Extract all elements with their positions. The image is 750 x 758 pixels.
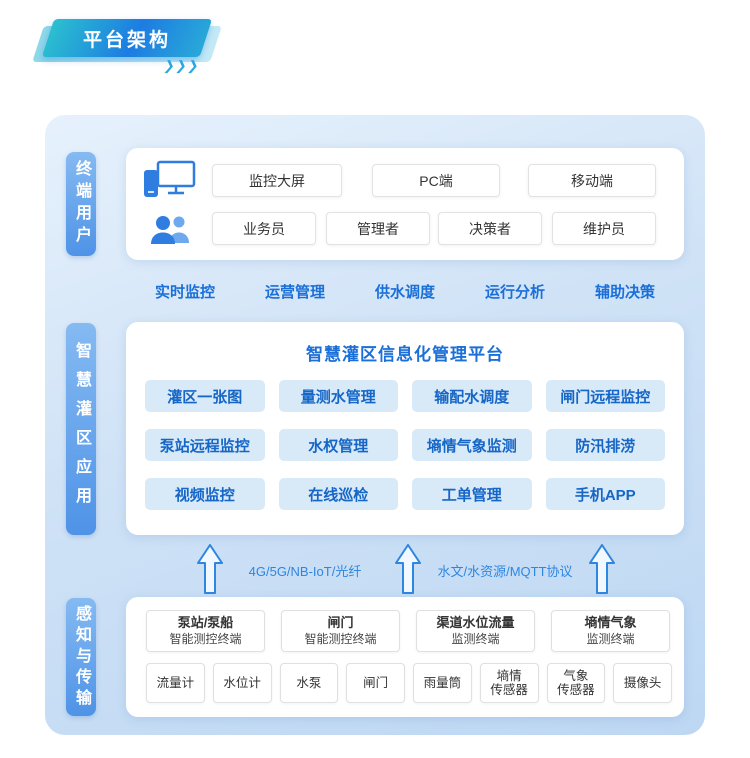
device-rain-gauge: 雨量筒 xyxy=(413,663,472,703)
page-title: 平台架构 xyxy=(82,29,171,51)
app-video-monitoring: 视频监控 xyxy=(145,478,265,510)
role-maintainer: 维护员 xyxy=(552,212,656,245)
terminal-subtitle: 监测终端 xyxy=(451,631,500,646)
terminal-gate: 闸门 智能测控终端 xyxy=(281,610,400,652)
terminal-users-card: 监控大屏 PC端 移动端 业务员 管理者 决策者 维护员 xyxy=(126,148,684,260)
app-mobile-app: 手机APP xyxy=(545,478,665,510)
role-manager: 管理者 xyxy=(326,212,430,245)
terminal-title: 渠道水位流量 xyxy=(436,614,515,630)
up-arrow-icon xyxy=(589,544,615,594)
section-label-terminal-users: 终端用户 xyxy=(66,152,96,256)
feature-decision-support: 辅助决策 xyxy=(594,284,655,301)
device-camera: 摄像头 xyxy=(613,663,672,703)
users-icon xyxy=(148,212,196,245)
terminal-subtitle: 智能测控终端 xyxy=(304,631,377,646)
app-online-inspection: 在线巡检 xyxy=(278,478,398,510)
app-irrigation-map: 灌区一张图 xyxy=(145,380,265,412)
network-protocol-label: 4G/5G/NB-IoT/光纤 xyxy=(248,564,362,579)
app-soil-weather-monitoring: 墒情气象监测 xyxy=(412,429,532,461)
up-arrow-icon xyxy=(197,544,223,594)
terminal-title: 闸门 xyxy=(327,614,354,630)
feature-realtime-monitoring: 实时监控 xyxy=(155,284,216,301)
app-water-distribution: 输配水调度 xyxy=(412,380,532,412)
sensing-card: 泵站/泵船 智能测控终端 闸门 智能测控终端 渠道水位流量 监测终端 墒情气象 … xyxy=(126,597,684,717)
role-decision-maker: 决策者 xyxy=(438,212,542,245)
terminal-title: 泵站/泵船 xyxy=(177,614,234,630)
devices-icon xyxy=(140,158,200,202)
data-protocol-label: 水文/水资源/MQTT协议 xyxy=(437,564,573,579)
device-water-pump: 水泵 xyxy=(279,663,339,703)
device-water-level-meter: 水位计 xyxy=(212,663,272,703)
app-flood-control: 防汛排涝 xyxy=(545,429,665,461)
terminal-pump-station: 泵站/泵船 智能测控终端 xyxy=(146,610,265,652)
terminal-channel-level-flow: 渠道水位流量 监测终端 xyxy=(416,610,535,652)
terminal-boxes-row: 泵站/泵船 智能测控终端 闸门 智能测控终端 渠道水位流量 监测终端 墒情气象 … xyxy=(146,610,670,652)
terminal-title: 墒情气象 xyxy=(584,614,637,630)
feature-operation-management: 运营管理 xyxy=(264,284,325,301)
terminal-mobile: 移动端 xyxy=(528,164,656,197)
feature-operation-analysis: 运行分析 xyxy=(484,284,545,301)
terminal-monitor-wall: 监控大屏 xyxy=(212,164,342,197)
apps-grid: 灌区一张图 量测水管理 输配水调度 闸门远程监控 泵站远程监控 水权管理 墒情气… xyxy=(145,380,665,510)
terminal-soil-weather: 墒情气象 监测终端 xyxy=(551,610,670,652)
app-work-orders: 工单管理 xyxy=(412,478,532,510)
platform-title: 智慧灌区信息化管理平台 xyxy=(306,345,504,364)
up-arrow-icon xyxy=(395,544,421,594)
feature-keywords-row: 实时监控 运营管理 供水调度 运行分析 辅助决策 xyxy=(155,281,655,302)
device-weather-sensor: 气象 传感器 xyxy=(546,663,606,703)
chevrons-icon: ❯❯❯ xyxy=(162,58,202,73)
device-gate: 闸门 xyxy=(346,663,405,703)
app-water-rights: 水权管理 xyxy=(278,429,398,461)
terminal-subtitle: 智能测控终端 xyxy=(169,631,242,646)
architecture-panel: 终端用户 智慧灌区应用 感知与传输 监控大屏 PC端 移动端 xyxy=(45,115,705,735)
section-label-sensing-transport: 感知与传输 xyxy=(66,598,96,716)
device-boxes-row: 流量计 水位计 水泵 闸门 雨量筒 墒情 传感器 气象 传感器 摄像头 xyxy=(146,663,672,703)
terminal-pc: PC端 xyxy=(372,164,500,197)
device-flow-meter: 流量计 xyxy=(146,663,205,703)
role-salesperson: 业务员 xyxy=(212,212,316,245)
device-soil-moisture-sensor: 墒情 传感器 xyxy=(479,663,539,703)
platform-architecture-badge: 平台架构 ❯❯❯ xyxy=(32,16,226,74)
app-pump-station-monitoring: 泵站远程监控 xyxy=(145,429,265,461)
feature-water-supply-dispatch: 供水调度 xyxy=(374,284,435,301)
section-label-irrigation-apps: 智慧灌区应用 xyxy=(66,323,96,535)
terminal-subtitle: 监测终端 xyxy=(586,631,635,646)
app-gate-remote-monitoring: 闸门远程监控 xyxy=(545,380,665,412)
app-water-measurement: 量测水管理 xyxy=(278,380,398,412)
irrigation-apps-card: 智慧灌区信息化管理平台 灌区一张图 量测水管理 输配水调度 闸门远程监控 泵站远… xyxy=(126,322,684,535)
